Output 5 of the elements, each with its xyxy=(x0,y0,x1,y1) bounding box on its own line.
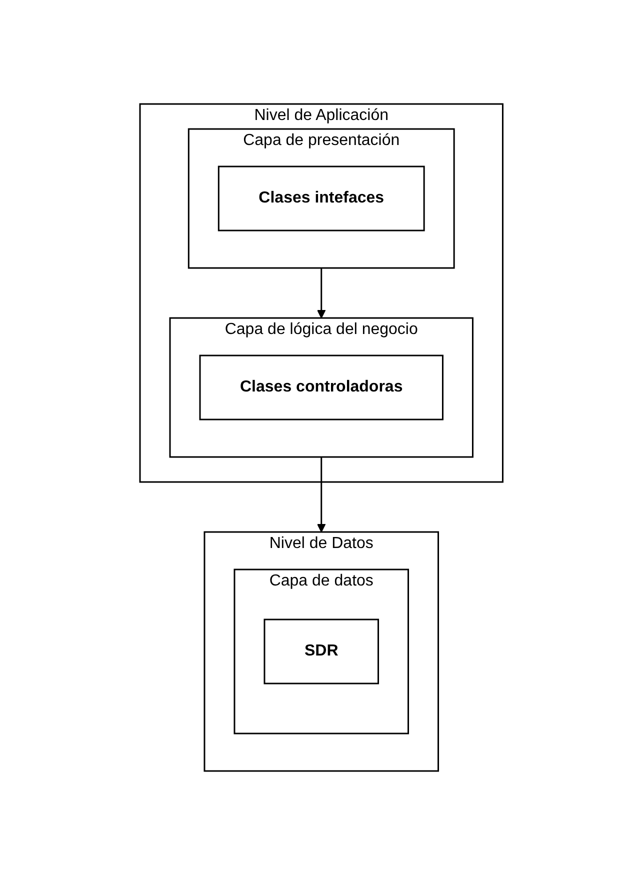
node-box: Clases intefaces xyxy=(218,165,425,231)
arrow xyxy=(317,456,326,532)
node-box: SDR xyxy=(264,618,380,684)
arrow xyxy=(317,268,326,318)
node-box: Clases controladoras xyxy=(199,354,444,420)
